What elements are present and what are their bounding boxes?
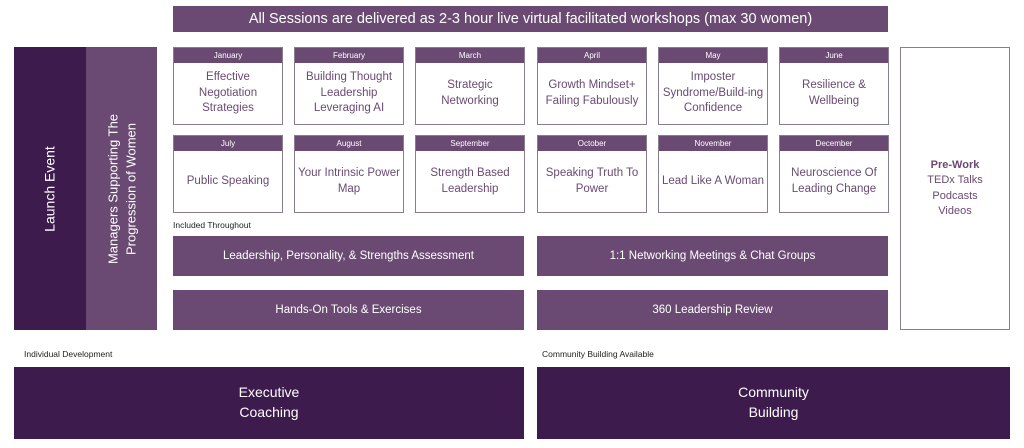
included-throughout-label: Included Throughout <box>173 220 251 230</box>
prework-panel: Pre-Work TEDx Talks Podcasts Videos <box>900 47 1010 330</box>
session-card-april: April Growth Mindset+ Failing Fabulously <box>537 47 647 125</box>
month-label: August <box>295 136 403 151</box>
community-building-line1: Community <box>738 384 809 401</box>
session-title: Strength Based Leadership <box>430 166 510 195</box>
executive-coaching-block: Executive Coaching <box>14 367 524 439</box>
month-label: July <box>174 136 282 151</box>
month-label: October <box>538 136 646 151</box>
session-card-july: July Public Speaking <box>173 135 283 213</box>
session-title: Public Speaking <box>186 174 270 187</box>
session-title: Resilience & Wellbeing <box>802 78 866 107</box>
month-label: May <box>659 48 767 63</box>
session-title: Growth Mindset+ Failing Fabulously <box>545 78 639 107</box>
community-building-block: Community Building <box>537 367 1010 439</box>
month-label: June <box>780 48 888 63</box>
individual-development-label: Individual Development <box>24 349 113 359</box>
prework-title: Pre-Work <box>930 158 980 171</box>
month-label: December <box>780 136 888 151</box>
launch-event-label: Launch Event <box>41 145 58 232</box>
networking-bar: 1:1 Networking Meetings & Chat Groups <box>537 236 888 276</box>
community-building-available-label: Community Building Available <box>542 349 654 359</box>
session-title: Lead Like A Woman <box>661 174 765 187</box>
month-label: April <box>538 48 646 63</box>
prework-item: Podcasts <box>932 189 978 202</box>
session-card-january: January Effective Negotiation Strategies <box>173 47 283 125</box>
session-card-march: March Strategic Networking <box>415 47 525 125</box>
month-label: February <box>295 48 403 63</box>
session-title: Imposter Syndrome/Build-ing Confidence <box>662 71 764 115</box>
session-title: Neuroscience Of Leading Change <box>791 166 877 195</box>
session-card-may: May Imposter Syndrome/Build-ing Confiden… <box>658 47 768 125</box>
session-card-october: October Speaking Truth To Power <box>537 135 647 213</box>
month-label: March <box>416 48 524 63</box>
assessment-bar: Leadership, Personality, & Strengths Ass… <box>173 236 524 276</box>
managers-block: Managers Supporting The Progression of W… <box>86 47 157 330</box>
executive-coaching-line1: Executive <box>238 384 300 401</box>
session-card-september: September Strength Based Leadership <box>415 135 525 213</box>
session-title: Building Thought Leadership Leveraging A… <box>305 71 393 115</box>
prework-item: TEDx Talks <box>927 174 983 187</box>
launch-event-block: Launch Event <box>14 47 86 330</box>
executive-coaching-line2: Coaching <box>239 404 299 420</box>
month-label: November <box>659 136 767 151</box>
session-title: Speaking Truth To Power <box>545 166 639 195</box>
session-title: Your Intrinsic Power Map <box>298 166 400 195</box>
session-card-august: August Your Intrinsic Power Map <box>294 135 404 213</box>
session-title: Effective Negotiation Strategies <box>198 71 258 115</box>
tools-bar: Hands-On Tools & Exercises <box>173 290 524 330</box>
managers-label: Managers Supporting The Progression of W… <box>104 113 139 263</box>
delivery-banner: All Sessions are delivered as 2-3 hour l… <box>173 6 888 32</box>
managers-label-line1: Managers Supporting The <box>104 113 120 264</box>
prework-item: Videos <box>938 204 972 217</box>
session-card-february: February Building Thought Leadership Lev… <box>294 47 404 125</box>
session-card-december: December Neuroscience Of Leading Change <box>779 135 889 213</box>
community-building-line2: Building <box>748 404 799 420</box>
session-card-june: June Resilience & Wellbeing <box>779 47 889 125</box>
month-label: January <box>174 48 282 63</box>
month-label: September <box>416 136 524 151</box>
leadership-review-bar: 360 Leadership Review <box>537 290 888 330</box>
session-card-november: November Lead Like A Woman <box>658 135 768 213</box>
session-title: Strategic Networking <box>441 78 499 107</box>
managers-label-line2: Progression of Women <box>122 122 138 255</box>
